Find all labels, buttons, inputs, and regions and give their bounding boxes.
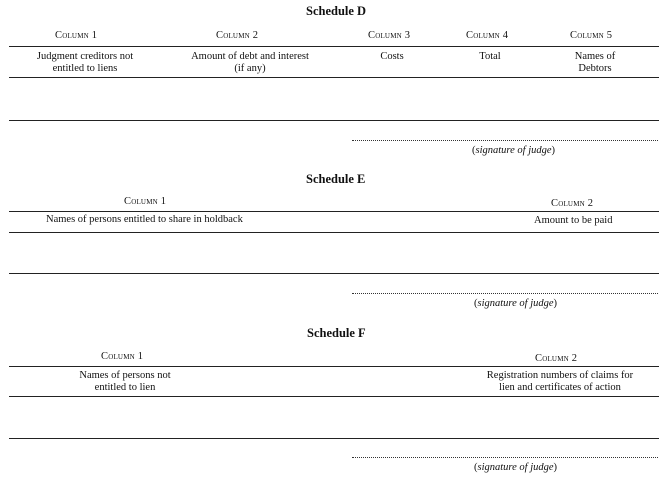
schedule-e-col2-header: Column 2 bbox=[551, 198, 594, 209]
schedule-d-col1-text: Judgment creditors not entitled to liens bbox=[36, 51, 134, 74]
schedule-f-signature-line bbox=[352, 457, 658, 458]
schedule-d-col2-header: Column 2 bbox=[216, 30, 259, 41]
schedule-f-title: Schedule F bbox=[307, 326, 366, 340]
schedule-d-col5-text: Names of Debtors bbox=[574, 51, 616, 74]
schedule-d-header-rule bbox=[9, 46, 659, 47]
schedule-d-col2-text: Amount of debt and interest (if any) bbox=[191, 51, 309, 74]
schedule-e-col2-text: Amount to be paid bbox=[534, 215, 613, 226]
schedule-d-signature-line bbox=[352, 140, 658, 141]
schedule-e-col1-text: Names of persons entitled to share in ho… bbox=[46, 214, 243, 225]
schedule-f-row-rule bbox=[9, 438, 659, 439]
schedule-e-title: Schedule E bbox=[306, 172, 366, 186]
schedule-f-col2-header: Column 2 bbox=[535, 353, 578, 364]
schedule-e-row-rule bbox=[9, 232, 659, 233]
schedule-d-col3-text: Costs bbox=[380, 51, 404, 62]
schedule-f-col1-text: Names of persons not entitled to lien bbox=[79, 370, 171, 393]
schedule-f-col1-header: Column 1 bbox=[101, 351, 144, 362]
schedule-f-row-rule bbox=[9, 396, 659, 397]
schedule-d-title: Schedule D bbox=[306, 4, 367, 18]
schedule-d-col4-header: Column 4 bbox=[466, 30, 509, 41]
schedule-d-col1-header: Column 1 bbox=[55, 30, 98, 41]
schedule-d-col3-header: Column 3 bbox=[368, 30, 411, 41]
schedule-d-signature-label: (signature of judge) bbox=[472, 145, 556, 156]
schedule-e-signature-line bbox=[352, 293, 658, 294]
schedule-d-row-rule bbox=[9, 77, 659, 78]
schedule-f-col2-text: Registration numbers of claims for lien … bbox=[486, 370, 634, 393]
schedule-d-col4-text: Total bbox=[479, 51, 501, 62]
schedule-d-col5-header: Column 5 bbox=[570, 30, 613, 41]
schedule-e-signature-label: (signature of judge) bbox=[474, 298, 558, 309]
schedule-d-row-rule bbox=[9, 120, 659, 121]
schedule-f-signature-label: (signature of judge) bbox=[474, 462, 558, 473]
schedule-f-header-rule bbox=[9, 366, 659, 367]
schedule-e-header-rule bbox=[9, 211, 659, 212]
schedule-e-col1-header: Column 1 bbox=[124, 196, 167, 207]
schedule-e-row-rule bbox=[9, 273, 659, 274]
